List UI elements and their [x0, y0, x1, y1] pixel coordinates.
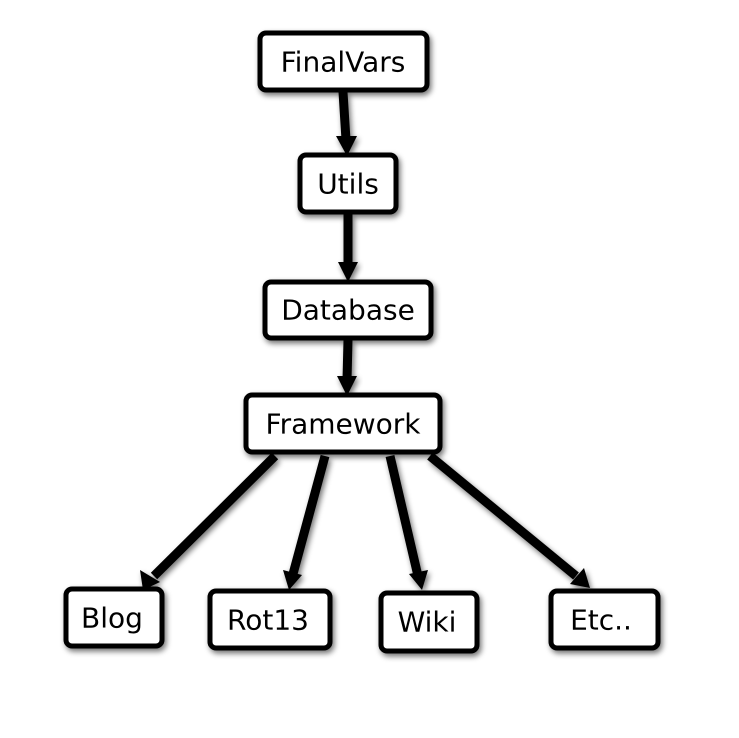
arrowhead-icon — [570, 568, 590, 588]
edge-framework-to-rot13 — [283, 454, 330, 590]
node-utils: Utils — [297, 152, 399, 215]
node-label-utils: Utils — [317, 168, 379, 201]
node-label-blog: Blog — [81, 602, 143, 635]
edge-finalvars-to-utils — [336, 91, 357, 156]
edge-framework-to-etc — [427, 452, 590, 588]
edge-framework-to-wiki — [385, 454, 428, 590]
arrowhead-icon — [283, 570, 302, 590]
node-rot13: Rot13 — [207, 588, 333, 651]
edge-database-to-framework — [337, 339, 357, 396]
arrowhead-icon — [140, 570, 160, 590]
arrowhead-icon — [337, 376, 357, 396]
node-label-finalvars: FinalVars — [281, 46, 406, 79]
node-label-database: Database — [281, 294, 415, 327]
edge-utils-to-database — [338, 214, 358, 282]
node-label-wiki: Wiki — [398, 606, 457, 639]
node-framework: Framework — [243, 392, 443, 455]
node-label-framework: Framework — [266, 408, 422, 441]
node-label-rot13: Rot13 — [227, 604, 309, 637]
arrowhead-icon — [338, 262, 358, 282]
arrowhead-icon — [409, 570, 428, 590]
edge-framework-to-blog — [140, 452, 279, 590]
arrowhead-icon — [336, 136, 357, 156]
node-wiki: Wiki — [378, 590, 480, 654]
node-label-etc: Etc.. — [570, 604, 632, 637]
node-etc: Etc.. — [548, 588, 661, 651]
node-finalvars: FinalVars — [257, 30, 430, 93]
node-database: Database — [262, 279, 434, 341]
node-blog: Blog — [63, 586, 165, 649]
